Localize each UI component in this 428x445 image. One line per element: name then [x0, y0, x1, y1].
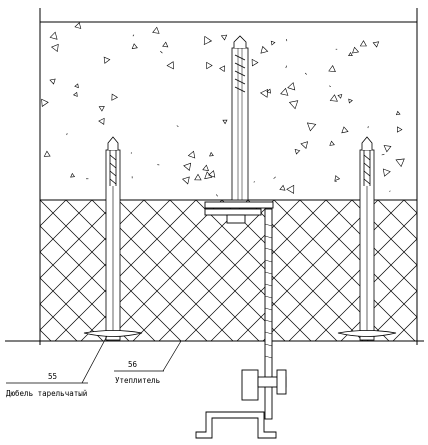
- aggregate-speck: [294, 148, 301, 155]
- aggregate-speck: [166, 61, 174, 70]
- aggregate-speck: [288, 100, 299, 110]
- anchor-dowel-left: [83, 136, 143, 341]
- aggregate-speck: [348, 98, 353, 104]
- callout-55-label: Дюбель тарельчатый: [6, 389, 87, 398]
- bracket: [204, 201, 287, 420]
- aggregate-speck: [279, 184, 286, 191]
- aggregate-speck: [382, 168, 391, 177]
- aggregate-speck: [396, 126, 403, 133]
- callout-55-number: 55: [48, 372, 57, 381]
- aggregate-speck: [266, 88, 271, 94]
- aggregate-speck: [66, 133, 68, 136]
- callout-56-label: Утеплитель: [115, 376, 160, 385]
- aggregate-speck: [329, 94, 338, 102]
- aggregate-speck: [216, 194, 218, 197]
- aggregate-speck: [51, 43, 59, 53]
- aggregate-speck: [341, 126, 349, 134]
- aggregate-speck: [187, 150, 196, 159]
- aggregate-speck: [251, 58, 259, 67]
- aggregate-speck: [389, 190, 391, 192]
- aggregate-speck: [203, 35, 213, 45]
- aggregate-speck: [206, 61, 213, 70]
- aggregate-speck: [194, 173, 202, 181]
- aggregate-speck: [383, 145, 392, 153]
- insulation-layer: [5, 199, 424, 342]
- aggregate-speck: [270, 40, 276, 46]
- aggregate-speck: [208, 170, 216, 178]
- aggregate-speck: [176, 125, 179, 127]
- aggregate-speck: [253, 181, 255, 183]
- concrete-wall: [39, 8, 418, 345]
- aggregate-speck: [334, 175, 341, 181]
- aggregate-speck: [202, 164, 209, 171]
- aggregate-speck: [306, 122, 317, 132]
- aggregate-speck: [395, 110, 401, 116]
- aggregate-speck: [98, 117, 105, 125]
- aggregate-speck: [49, 31, 58, 40]
- aggregate-speck: [329, 140, 335, 146]
- aggregate-speck: [70, 172, 76, 178]
- aggregate-speck: [329, 85, 331, 87]
- aggregate-speck: [359, 40, 367, 47]
- callout-leaders: [6, 335, 182, 384]
- callout-56-number: 56: [128, 360, 138, 369]
- aggregate-speck: [395, 158, 405, 168]
- aggregate-speck: [300, 141, 309, 149]
- aggregate-speck: [372, 41, 380, 48]
- aggregate-speck: [220, 34, 228, 41]
- anchor-dowel-right: [337, 136, 397, 341]
- aggregate-speck: [273, 176, 276, 179]
- aggregate-speck: [103, 56, 111, 64]
- aggregate-speck: [41, 98, 49, 107]
- aggregate-speck: [280, 87, 289, 96]
- aggregate-speck: [74, 83, 79, 89]
- aggregate-speck: [182, 176, 190, 185]
- aggregate-speck: [352, 46, 360, 54]
- anchor-dowel-center: [231, 35, 249, 201]
- aggregate-speck: [337, 94, 343, 99]
- aggregate-speck: [162, 41, 169, 48]
- aggregate-speck: [222, 119, 228, 125]
- aggregate-speck: [204, 171, 213, 180]
- aggregate-speck: [328, 65, 336, 73]
- aggregate-speck: [183, 162, 192, 171]
- aggregate-speck: [152, 26, 160, 34]
- profile: [195, 411, 277, 439]
- aggregate-speck: [98, 106, 105, 112]
- aggregate-speck: [160, 50, 163, 54]
- aggregate-speck: [209, 151, 214, 157]
- aggregate-speck: [43, 150, 51, 157]
- aggregate-speck: [132, 34, 135, 37]
- aggregate-speck: [304, 72, 307, 75]
- aggregate-speck: [286, 184, 295, 194]
- aggregate-speck: [260, 45, 269, 54]
- aggregate-speck: [131, 43, 138, 49]
- aggregate-speck: [73, 91, 78, 97]
- aggregate-speck: [49, 78, 56, 85]
- aggregate-speck: [287, 82, 296, 91]
- aggregate-speck: [219, 65, 226, 73]
- aggregate-speck: [74, 22, 82, 29]
- aggregate-speck: [348, 52, 353, 57]
- aggregate-speck: [111, 93, 119, 101]
- aggregate-speck: [259, 89, 269, 98]
- aggregate-speck: [285, 65, 287, 69]
- aggregate-speck: [381, 153, 385, 156]
